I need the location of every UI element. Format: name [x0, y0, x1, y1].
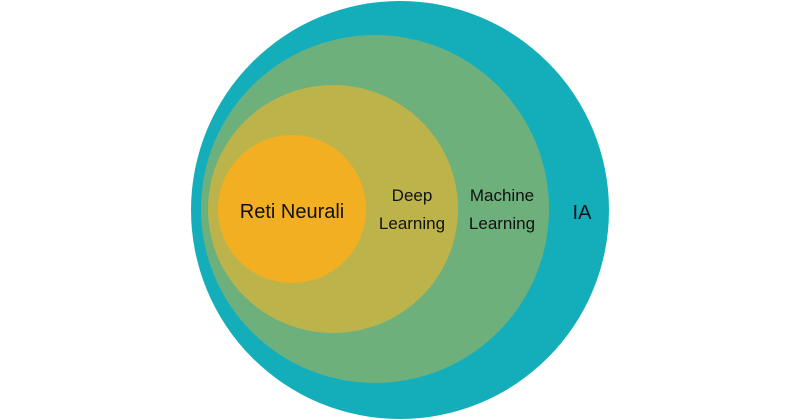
label-reti-neurali: Reti Neurali [240, 201, 344, 223]
label-ia: IA [573, 202, 593, 224]
circle-reti-neurali [218, 135, 366, 283]
label-machine-learning-line1: Machine [470, 186, 534, 205]
label-machine-learning-line2: Learning [469, 214, 535, 233]
label-deep-learning-line2: Learning [379, 214, 445, 233]
label-deep-learning-line1: Deep [392, 186, 433, 205]
